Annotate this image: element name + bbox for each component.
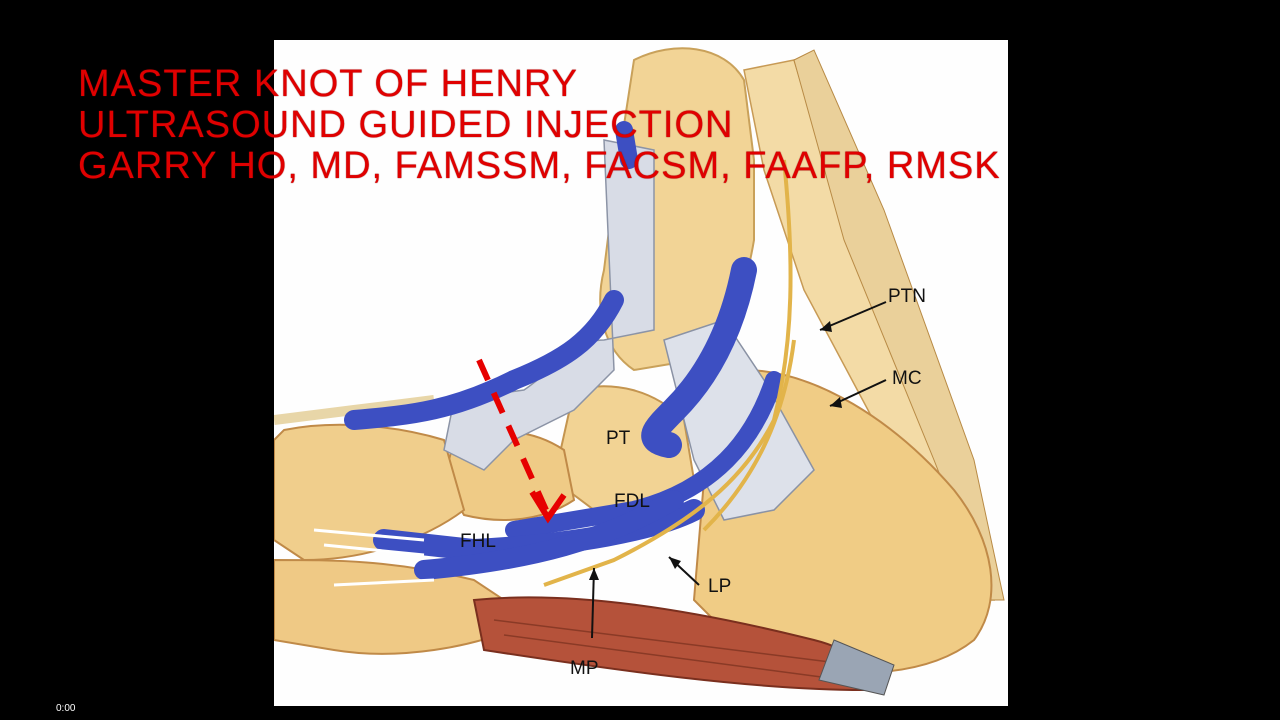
- label-mc: MC: [892, 368, 922, 389]
- title-line-2: ULTRASOUND GUIDED INJECTION: [78, 104, 734, 146]
- label-fhl: FHL: [460, 531, 496, 552]
- title-line-3: GARRY HO, MD, FAMSSM, FACSM, FAAFP, RMSK: [78, 145, 1001, 187]
- title-line-1: MASTER KNOT OF HENRY: [78, 63, 578, 105]
- tibialis-anterior-tendon: [344, 290, 624, 430]
- medial-ankle-diagram: PTN MC PT FDL FHL LP MP: [274, 40, 1008, 706]
- ankle-anatomy-illustration: PTN MC PT FDL FHL LP MP: [274, 40, 1008, 706]
- video-timecode: 0:00: [56, 703, 76, 714]
- label-lp: LP: [708, 576, 731, 597]
- nerves: [543, 159, 796, 587]
- injection-path-arrow: [476, 358, 567, 524]
- label-arrowheads: [589, 321, 842, 580]
- posterior-tibialis-tendon: [641, 257, 757, 458]
- slide-title: MASTER KNOT OF HENRY ULTRASOUND GUIDED I…: [78, 64, 1001, 187]
- label-ptn: PTN: [888, 286, 926, 307]
- label-mp: MP: [570, 658, 599, 679]
- label-pt: PT: [606, 428, 631, 449]
- label-fdl: FDL: [614, 491, 650, 512]
- forefoot-bones: [274, 423, 466, 562]
- tendons: [344, 121, 783, 580]
